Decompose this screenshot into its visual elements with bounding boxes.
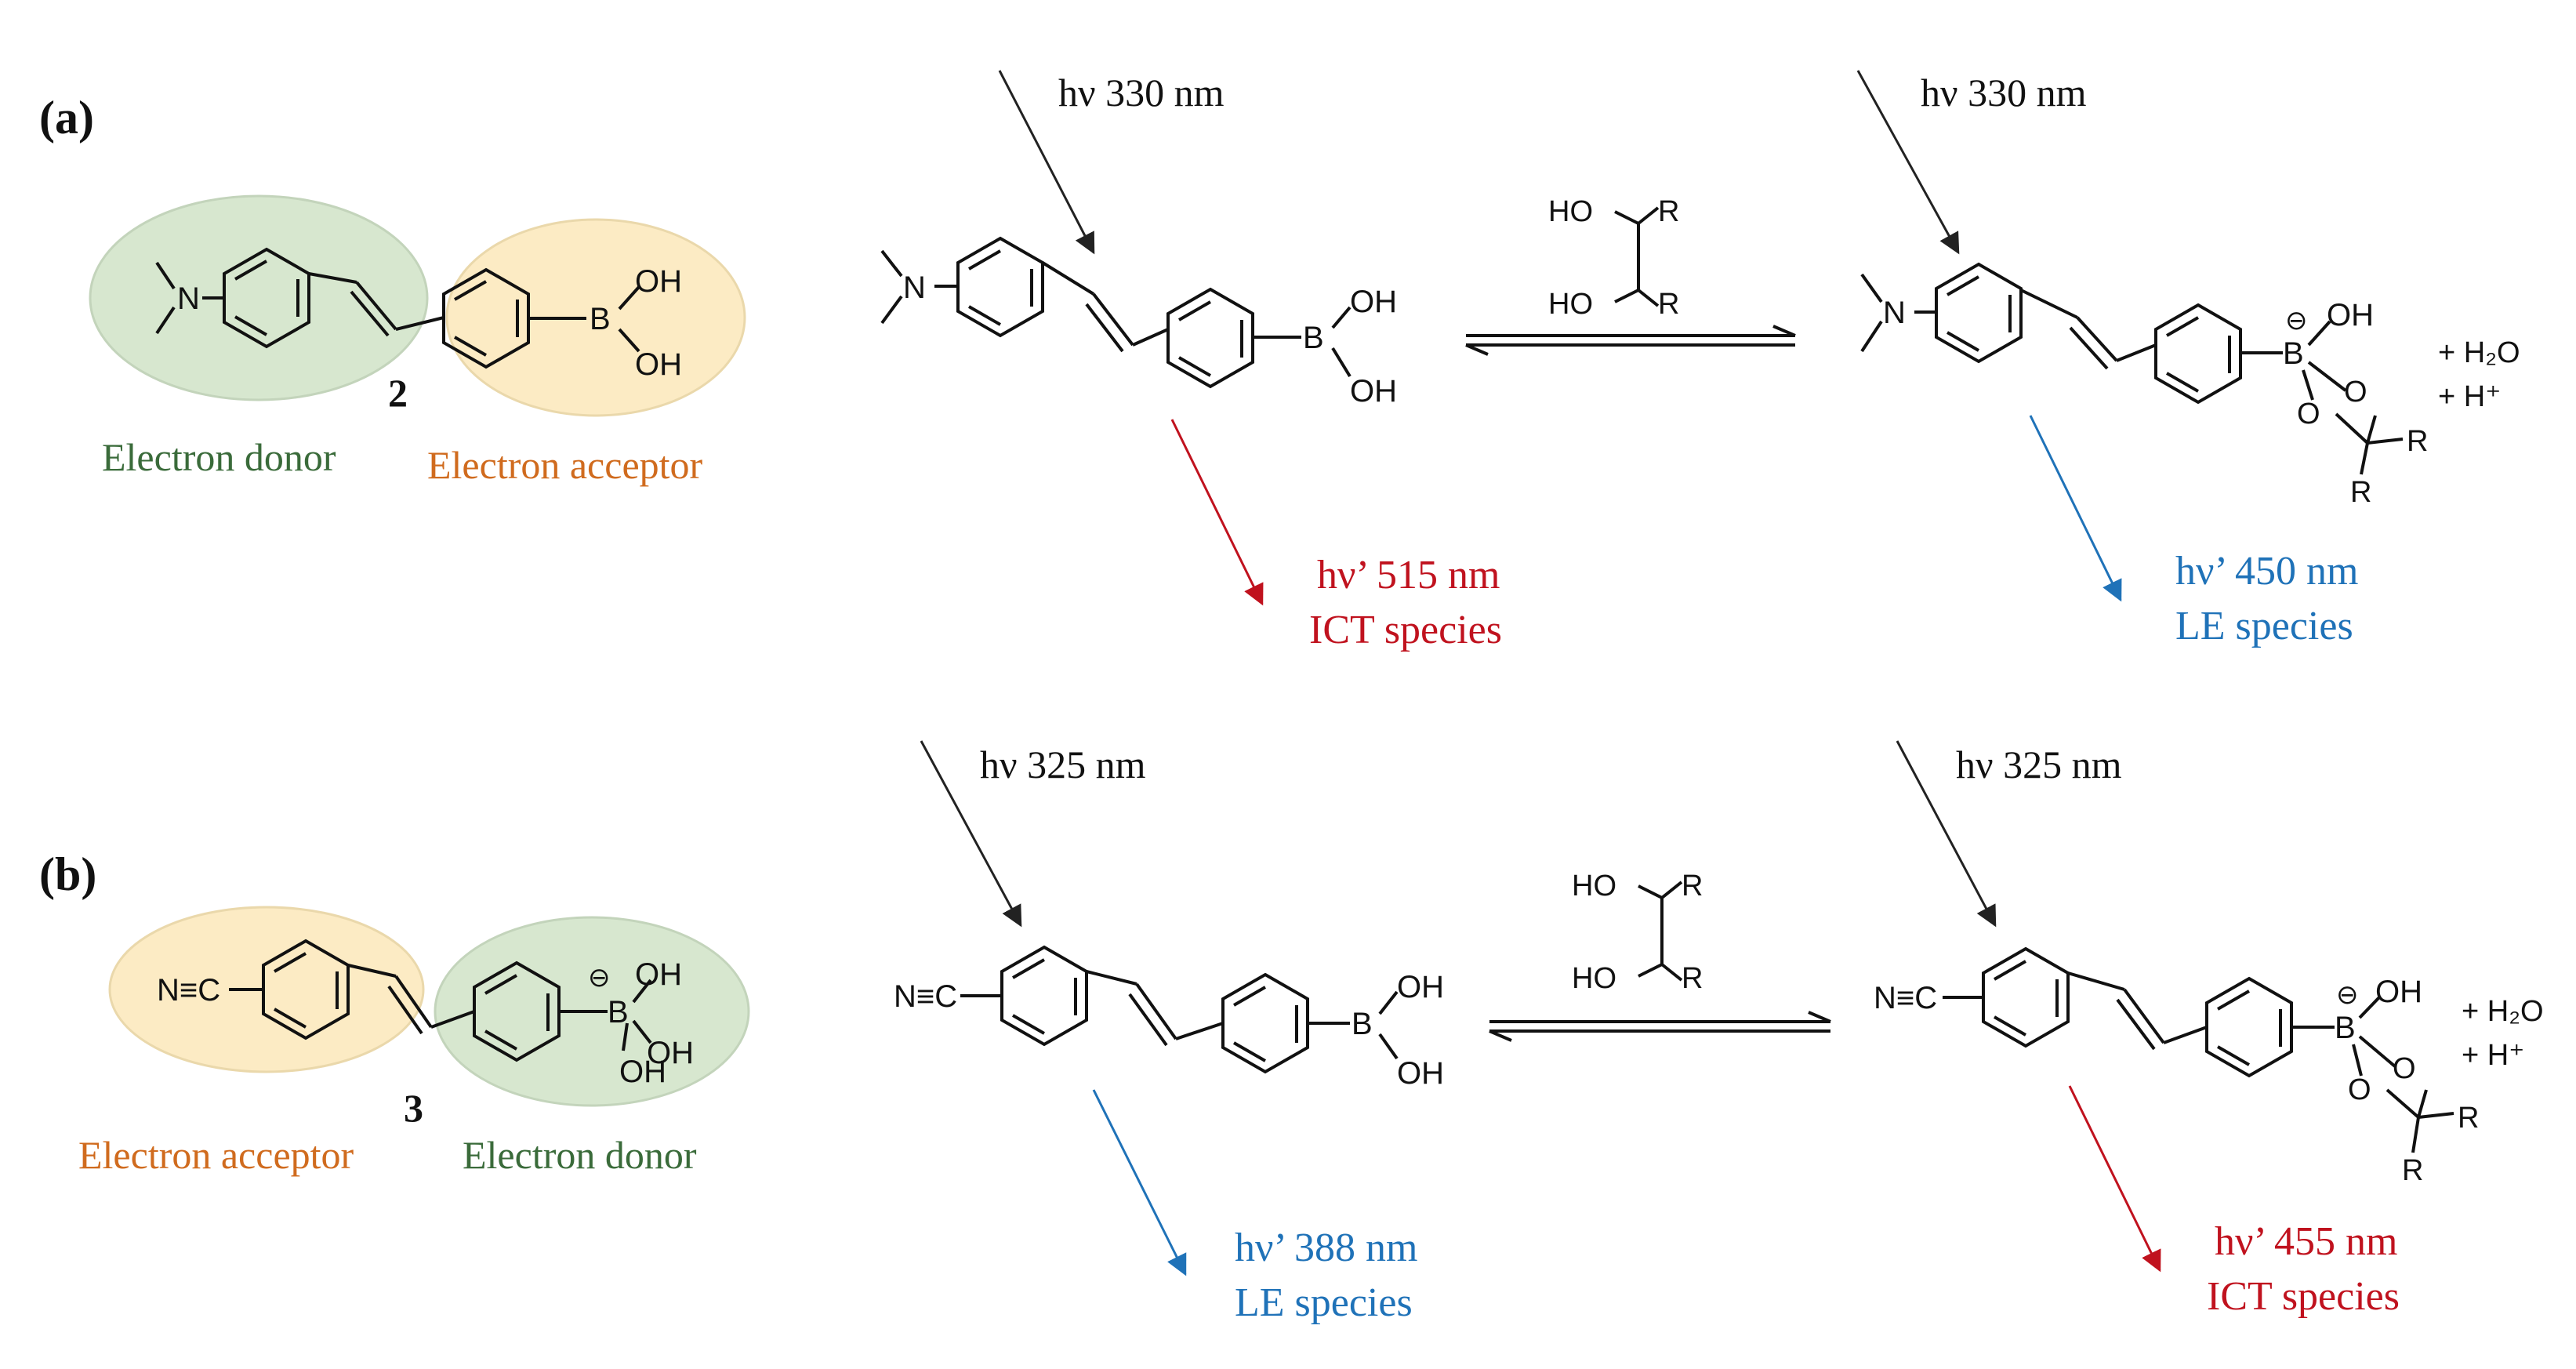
boronic-acid-structure-b	[960, 945, 1399, 1074]
panel-b: (b) N≡C ⊖ B OH OH OH 3 Electron	[39, 740, 2544, 1325]
acceptor-label-b: Electron acceptor	[78, 1133, 354, 1177]
equilibrium-arrows-b	[1489, 1011, 1831, 1042]
acceptor-label-a: Electron acceptor	[427, 443, 703, 487]
diol-reagent-a: HO R HO R	[1548, 195, 1679, 321]
svg-text:OH: OH	[647, 1036, 694, 1070]
donor-region-ellipse	[89, 194, 429, 401]
svg-text:R: R	[2350, 476, 2371, 509]
byproduct-water-a: + H₂O	[2438, 336, 2520, 369]
compound-2-number: 2	[388, 371, 408, 415]
excitation-arrow-a-left	[998, 70, 1095, 255]
boronic-acid-structure-a	[880, 236, 1351, 389]
oh-top-label: OH	[635, 264, 682, 299]
svg-text:O: O	[2297, 398, 2320, 430]
svg-text:⊖: ⊖	[588, 963, 611, 993]
emission-a-left-species: ICT species	[1309, 608, 1502, 652]
equilibrium-arrows-a	[1465, 325, 1796, 356]
svg-text:OH: OH	[2327, 298, 2374, 332]
svg-text:HO: HO	[1572, 870, 1616, 902]
boron-a-left: B	[1303, 321, 1324, 355]
excitation-a-right: hν 330 nm	[1921, 71, 2087, 114]
svg-text:B: B	[608, 995, 629, 1029]
boronate-ester-structure-b	[1943, 946, 2454, 1153]
svg-text:N≡C: N≡C	[894, 979, 957, 1014]
svg-text:R: R	[2402, 1154, 2423, 1187]
svg-text:R: R	[1682, 962, 1703, 995]
excitation-b-left: hν 325 nm	[980, 743, 1146, 786]
svg-text:O: O	[2344, 376, 2367, 409]
panel-a: (a) N B OH OH 2 Electron donor	[39, 70, 2520, 652]
svg-text:R: R	[1658, 195, 1679, 228]
svg-text:B: B	[2283, 336, 2304, 371]
svg-text:R: R	[1658, 288, 1679, 321]
svg-text:OH: OH	[1397, 1056, 1444, 1091]
emission-b-right-species: ICT species	[2207, 1274, 2400, 1319]
svg-text:OH: OH	[619, 1055, 666, 1089]
emission-b-left-species: LE species	[1235, 1280, 1413, 1325]
svg-text:HO: HO	[1572, 962, 1616, 995]
svg-text:R: R	[2407, 425, 2428, 458]
boronate-ester-structure-a	[1860, 262, 2404, 475]
emission-arrow-b-left	[1092, 1089, 1187, 1276]
emission-arrow-a-left	[1170, 419, 1264, 606]
amine-n-label: N	[177, 281, 200, 316]
oh-a-left-top: OH	[1350, 285, 1397, 319]
excitation-b-right: hν 325 nm	[1956, 743, 2122, 786]
excitation-arrow-b-right	[1896, 740, 1997, 928]
svg-text:⊖: ⊖	[2336, 980, 2359, 1010]
acceptor-region-ellipse	[445, 218, 746, 417]
diol-reagent-b: HO R HO R	[1572, 870, 1703, 995]
svg-text:HO: HO	[1548, 288, 1593, 321]
emission-b-left-wavelength: hν’ 388 nm	[1235, 1226, 1417, 1270]
acceptor-region-ellipse-b	[108, 906, 425, 1073]
byproduct-water-b: + H₂O	[2462, 995, 2544, 1028]
excitation-a-left: hν 330 nm	[1058, 71, 1225, 114]
boron-label: B	[590, 302, 611, 336]
byproduct-proton-b: + H⁺	[2462, 1039, 2524, 1072]
svg-text:N≡C: N≡C	[1874, 981, 1937, 1015]
excitation-arrow-a-right	[1856, 70, 1960, 255]
compound-3-structure: N≡C ⊖ B OH OH OH	[108, 906, 750, 1107]
oh-a-left-bottom: OH	[1350, 374, 1397, 409]
svg-text:⊖: ⊖	[2285, 306, 2308, 336]
svg-text:O: O	[2393, 1052, 2416, 1085]
panel-a-label: (a)	[39, 92, 94, 143]
excitation-arrow-b-left	[920, 740, 1022, 928]
panel-b-label: (b)	[39, 848, 96, 900]
svg-text:B: B	[2335, 1011, 2356, 1045]
compound-3-number: 3	[404, 1086, 423, 1130]
svg-text:N: N	[1883, 296, 1906, 330]
emission-a-right-species: LE species	[2175, 604, 2353, 648]
svg-text:B: B	[1351, 1007, 1373, 1041]
donor-label-b: Electron donor	[463, 1133, 697, 1177]
svg-text:OH: OH	[2375, 975, 2422, 1009]
svg-text:OH: OH	[1397, 970, 1444, 1004]
byproduct-proton-a: + H⁺	[2438, 380, 2501, 413]
emission-arrow-b-right	[2068, 1085, 2161, 1273]
svg-text:R: R	[2458, 1102, 2479, 1135]
svg-text:O: O	[2348, 1073, 2371, 1106]
svg-text:R: R	[1682, 870, 1703, 902]
compound-2-structure: N B OH OH	[89, 194, 746, 417]
oh-bottom-label: OH	[635, 347, 682, 382]
emission-arrow-a-right	[2029, 415, 2122, 602]
svg-text:OH: OH	[635, 957, 682, 992]
svg-text:N≡C: N≡C	[157, 973, 220, 1008]
emission-a-left-wavelength: hν’ 515 nm	[1317, 553, 1500, 597]
amine-n-a-left: N	[903, 271, 926, 305]
donor-label-a: Electron donor	[102, 435, 336, 479]
emission-a-right-wavelength: hν’ 450 nm	[2175, 549, 2358, 594]
svg-text:HO: HO	[1548, 195, 1593, 228]
emission-b-right-wavelength: hν’ 455 nm	[2215, 1219, 2397, 1264]
